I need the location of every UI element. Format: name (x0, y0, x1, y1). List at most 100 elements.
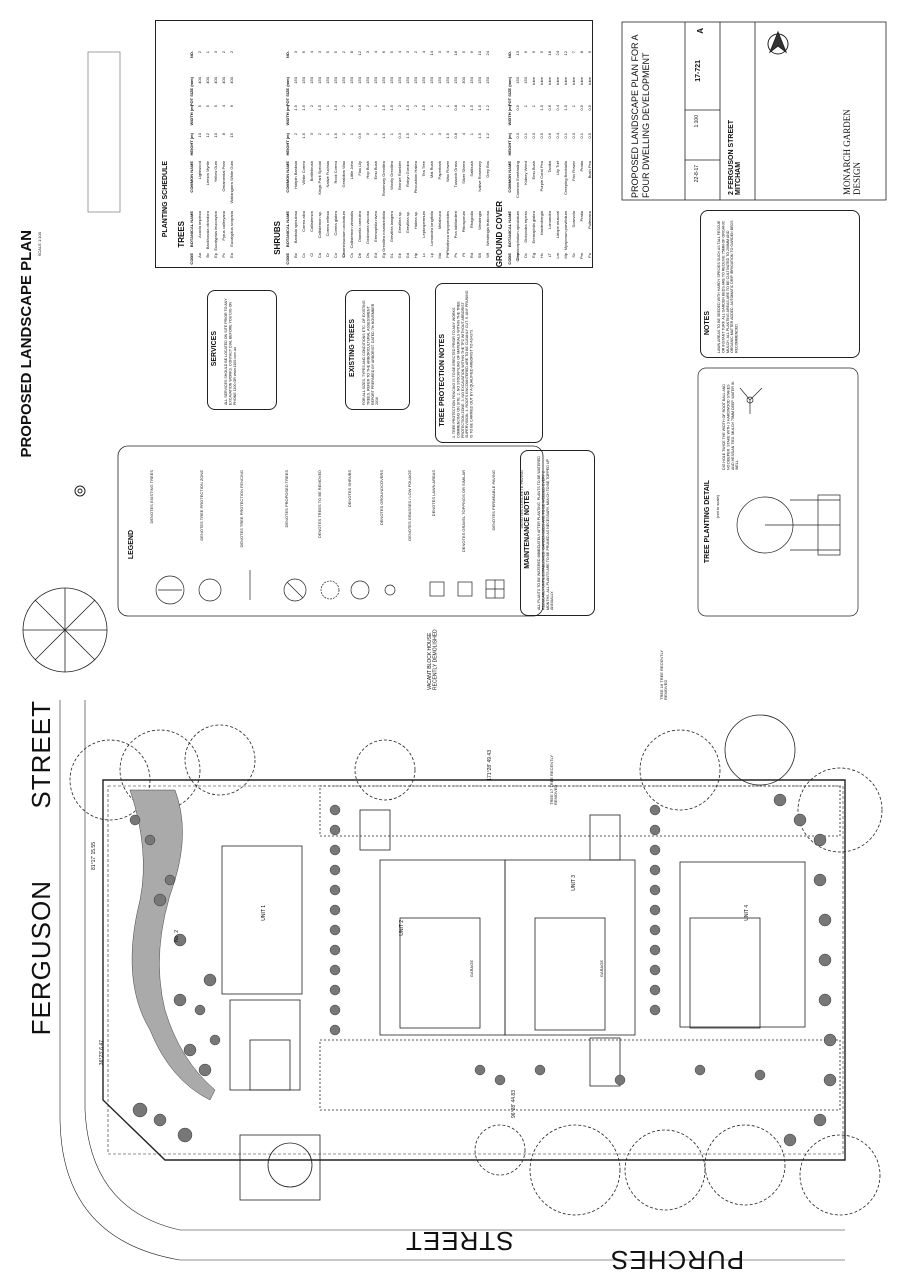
schedule-cell: 4 (373, 51, 378, 54)
schedule-cell: 1 (523, 105, 528, 108)
schedule-cell: Pyrus calleryana (221, 211, 226, 241)
schedule-cell: 5 (213, 105, 218, 108)
schedule-cell: Leptospermum (421, 211, 426, 238)
schedule-cell: Hop Bush (365, 161, 370, 179)
schedule-cell: Banksia spinulosa (293, 211, 298, 244)
schedule-cell: 1.5 (445, 133, 450, 139)
schedule-cell: 150 (429, 77, 434, 84)
schedule-cell: 150 (373, 77, 378, 84)
schedule-cell: Robyn Gordon (405, 161, 410, 188)
schedule-header-cell: NO. (189, 51, 194, 59)
schedule-cell: Hairpin Banksia (293, 161, 298, 190)
schedule-cell: Ph (445, 253, 450, 258)
schedule-cell: 1 (429, 105, 434, 108)
schedule-cell: 150 (453, 77, 458, 84)
schedule-cell: Tea Tree (421, 161, 426, 177)
schedule-cell: Fan Flower (571, 161, 576, 182)
schedule-cell: Eg (381, 253, 386, 258)
tree-planting-subtitle: (not to scale) (715, 495, 720, 519)
schedule-cell: 1.5 (477, 105, 482, 111)
schedule-cell: Rhagodia (469, 211, 474, 229)
schedule-header-cell: POT SIZE (mm) (189, 77, 194, 107)
schedule-cell: Paperbark (437, 161, 442, 180)
legend-item: DENOTES TREE PROTECTION FENCING (239, 470, 244, 548)
schedule-cell: 3 (365, 133, 370, 136)
schedule-cell: Pratia (579, 211, 584, 222)
boundary-dim-corner: 36°23' 6.47 (99, 1040, 105, 1066)
legend-item: DENOTES TREE PROTECTION ZONE (199, 470, 204, 541)
schedule-cell: 150 (333, 77, 338, 84)
schedule-cell: 13 (515, 51, 520, 56)
schedule-cell: 1.5 (301, 133, 306, 139)
legend-item: DENOTES PROPOSED TREES (284, 470, 289, 528)
schedule-cell: 2 (309, 105, 314, 108)
schedule-cell: 2 (341, 105, 346, 108)
schedule-header-cell: COMMON NAME (285, 161, 290, 193)
legend-item: DENOTES GRAVEL TOPPINGS OR SIMILAR (461, 470, 466, 553)
schedule-cell: 2 (341, 51, 346, 54)
schedule-cell: Lomandra (547, 211, 552, 230)
schedule-cell: 2 (341, 133, 346, 136)
schedule-cell: 0.8 (453, 105, 458, 111)
schedule-cell: Lomandra longifolia (429, 211, 434, 246)
schedule-cell: 6 (229, 105, 234, 108)
schedule-cell: 1.5 (293, 105, 298, 111)
schedule-cell: Chamelaucium uncinatum (341, 211, 346, 258)
schedule-cell: 10 (477, 51, 482, 56)
schedule-cell: 3 (293, 51, 298, 54)
schedule-cell: Grevillea sp. (397, 211, 402, 234)
north-arrow (74, 30, 789, 497)
schedule-cell: Eucalyptus leucoxylon (213, 211, 218, 251)
schedule-cell: 0.1 (563, 133, 568, 139)
schedule-cell: Dc (523, 253, 528, 258)
schedule-cell: Pm (579, 253, 584, 259)
schedule-cell: Philotheca myoporoides (445, 211, 450, 254)
schedule-cell: 24 (485, 51, 490, 56)
plan-title: PROPOSED LANDSCAPE PLAN (18, 230, 35, 458)
schedule-header-cell: CODE (285, 253, 290, 265)
schedule-cell: 2 (221, 51, 226, 54)
schedule-cell: 0.6 (547, 133, 552, 139)
schedule-cell: Ma (437, 253, 442, 259)
schedule-cell: Grevillea lanigera (389, 211, 394, 243)
schedule-cell: Geraldton Wax (341, 161, 346, 188)
schedule-title: PLANTING SCHEDULE (162, 161, 169, 238)
schedule-cell: 1.5 (389, 105, 394, 111)
schedule-cell: Melaleuca (437, 211, 442, 230)
schedule-cell: 1.5 (301, 105, 306, 111)
schedule-cell: Aa (197, 253, 202, 258)
legend-symbols (155, 570, 505, 605)
schedule-cell: GL (389, 253, 394, 259)
legend-item: DENOTES GRASSES / LOW FOLIAGE (407, 470, 412, 541)
title-block-scale: 1:100 (694, 115, 700, 128)
schedule-cell: 1.5 (539, 105, 544, 111)
schedule-cell: Little John (349, 161, 354, 180)
schedule-cell: 150 (421, 77, 426, 84)
schedule-cell: 150 (293, 77, 298, 84)
schedule-cell: 2 (293, 133, 298, 136)
schedule-cell: 150 (389, 77, 394, 84)
schedule-cell: 3 (437, 51, 442, 54)
schedule-cell: 400 (205, 77, 210, 84)
services-text: ALL SERVICES SHOULD BE LOCATED ON SITE P… (224, 298, 237, 405)
schedule-cell: Rosemary Grevillea (381, 161, 386, 197)
schedule-cell: Pu (587, 253, 592, 258)
schedule-cell: 2 (421, 133, 426, 136)
notes-text: LAWN AREAS TO BE SEEDED WITH HARDY SPECI… (717, 220, 739, 353)
schedule-cell: 3 (317, 51, 322, 54)
schedule-cell: Ds (365, 253, 370, 258)
schedule-cell: Native Rosemary (477, 161, 482, 192)
schedule-cell: Ea (229, 253, 234, 258)
schedule-cell: 4 (397, 51, 402, 54)
schedule-cell: 3 (437, 133, 442, 136)
tree-planting-title: TREE PLANTING DETAIL (704, 480, 711, 564)
schedule-cell: 400 (221, 77, 226, 84)
groundcover-heading: GROUND COVER (495, 201, 504, 268)
street-label-bottom: STREET (405, 1226, 514, 1256)
schedule-cell: Ep (213, 253, 218, 258)
schedule-cell: 0.3 (531, 133, 536, 139)
schedule-header-cell: NO. (507, 51, 512, 59)
schedule-cell: Grevillea rosmarinifolia (381, 211, 386, 252)
schedule-cell: Co (333, 253, 338, 259)
schedule-cell: Acacia implexa (197, 211, 202, 238)
